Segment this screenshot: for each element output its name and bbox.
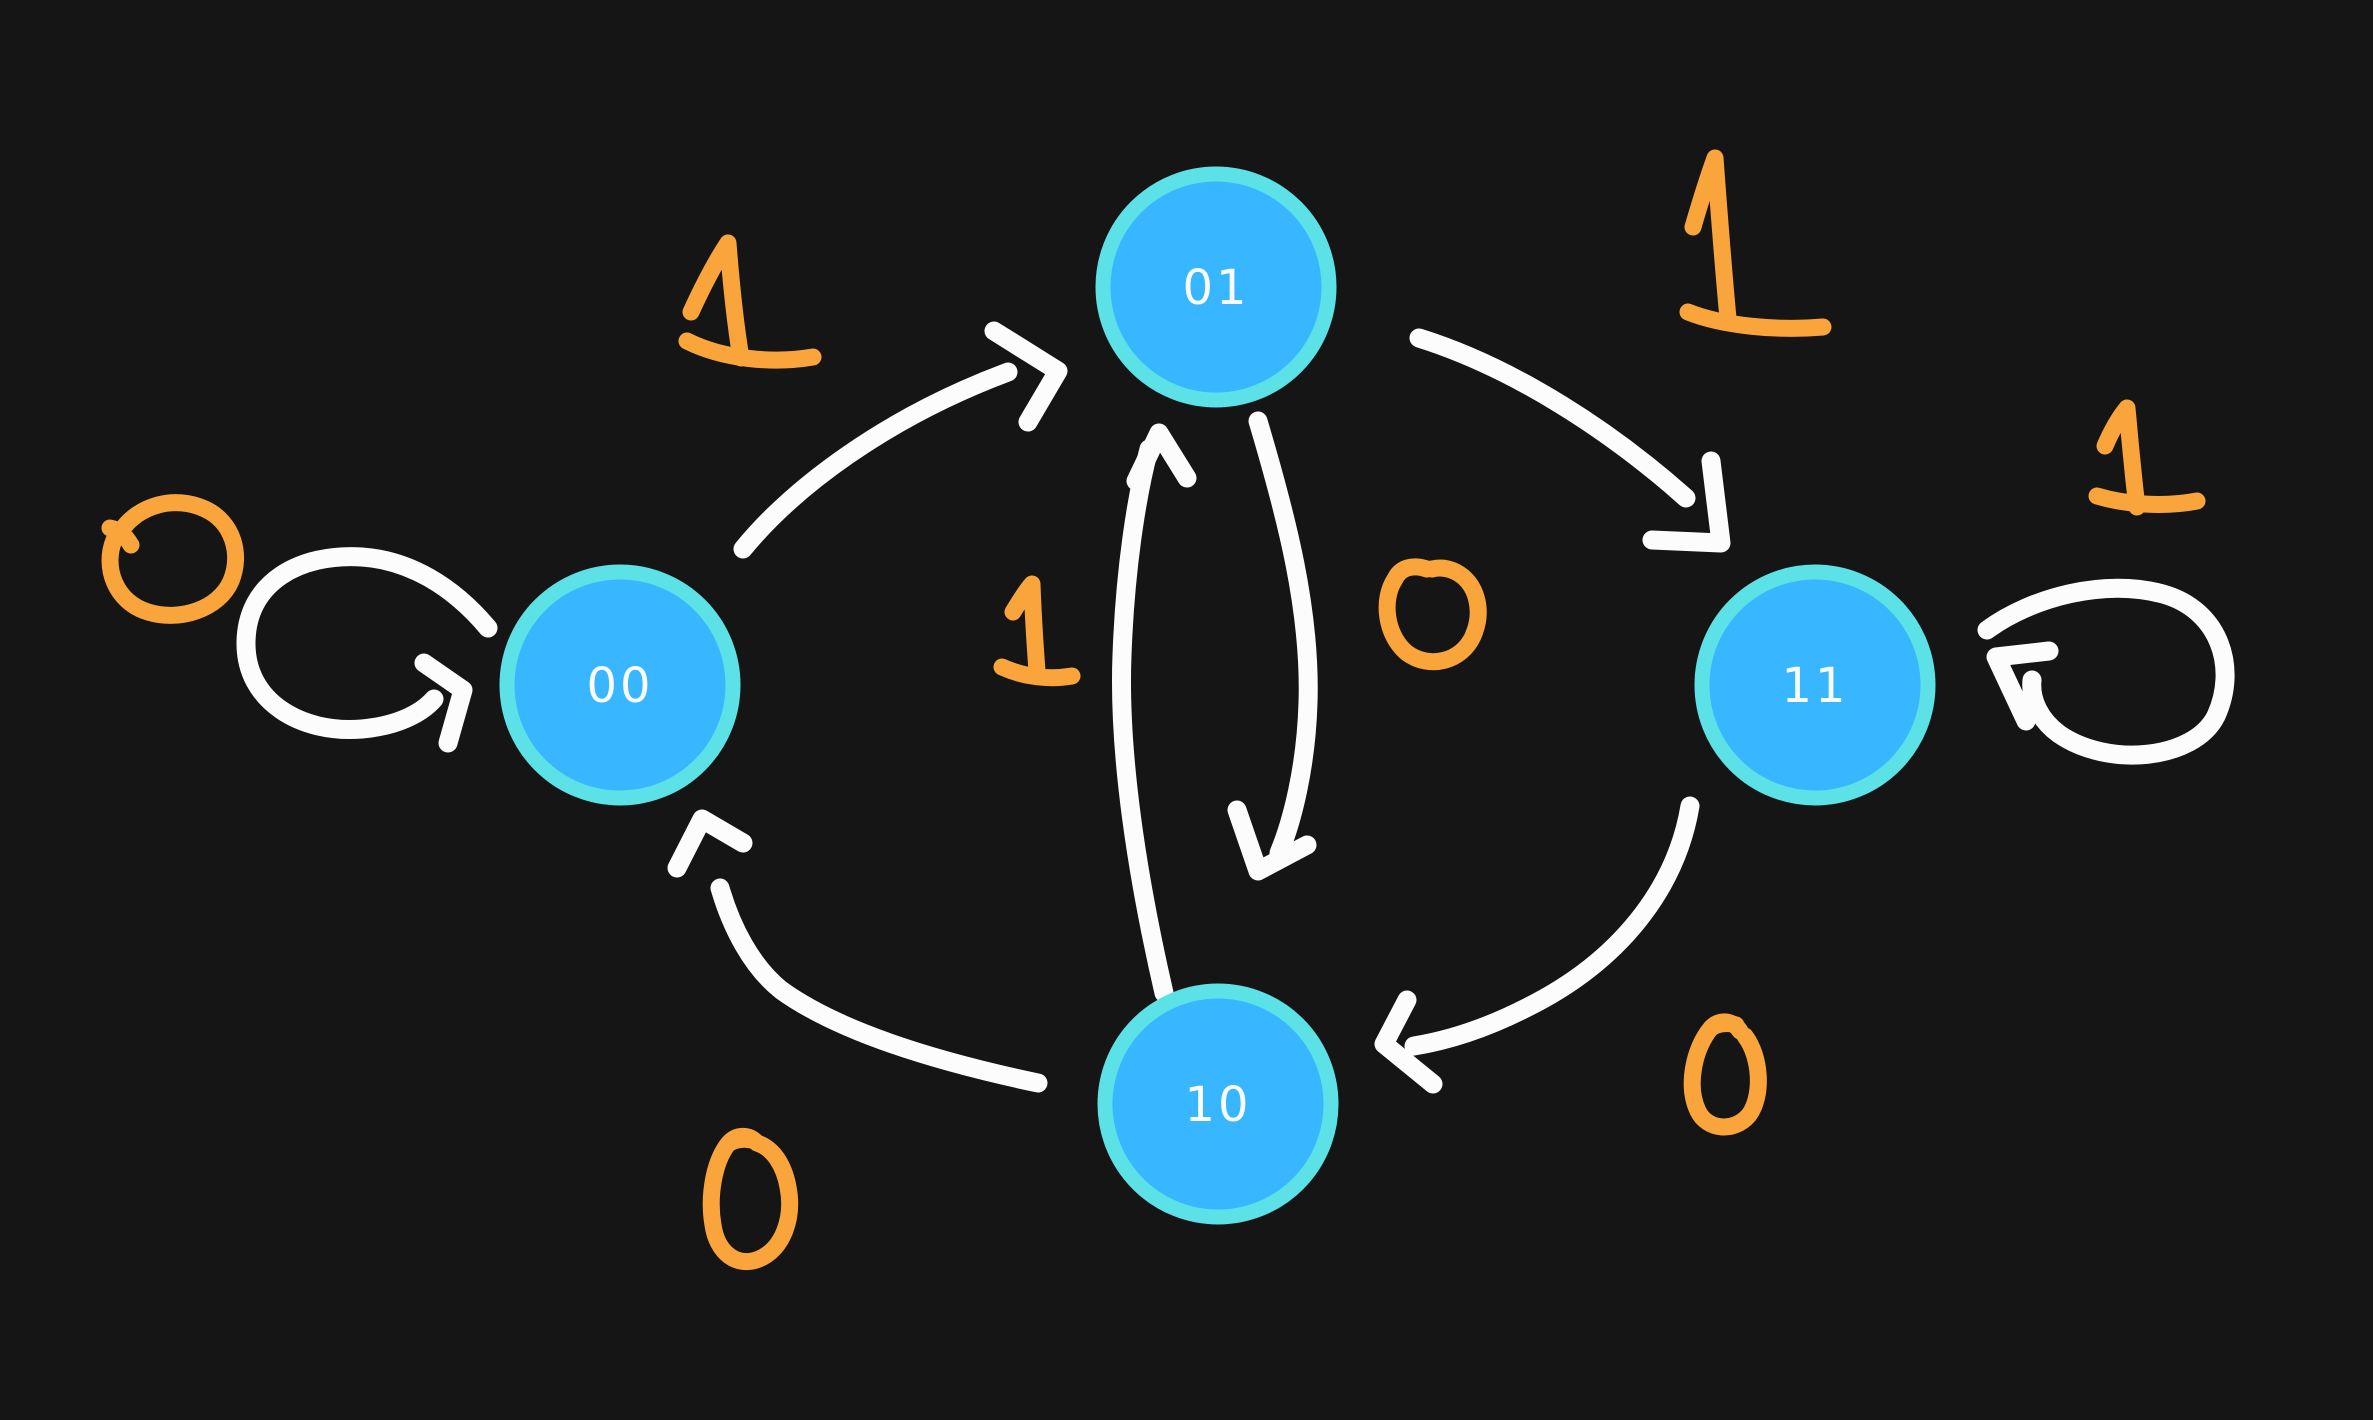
transition-arrow-10-to-00 [667, 809, 1048, 1093]
state-circle-11 [1694, 564, 1936, 806]
arrowhead-into-11-loop [1986, 641, 2059, 731]
arrowhead-down-into-10 [1227, 800, 1317, 881]
transition-arrow-01-to-11 [1409, 328, 1731, 553]
transition-arrow-01-to-10 [1227, 411, 1318, 881]
arrowhead-into-11 [1642, 451, 1731, 553]
transition-arrow-11-to-11 [1977, 578, 2235, 765]
state-label-10: 10 [1184, 1077, 1251, 1133]
state-node-11: 11 [1694, 564, 1936, 806]
state-node-00: 00 [499, 564, 741, 806]
transition-arrow-10-to-01 [1112, 423, 1197, 1003]
edge-label-1-on-00-to-01 [678, 234, 822, 369]
state-label-11: 11 [1781, 658, 1848, 714]
state-node-10: 10 [1097, 983, 1339, 1225]
arrowhead-into-01 [984, 321, 1068, 432]
state-circle-01 [1095, 166, 1337, 408]
edge-label-1-on-10-to-01 [993, 575, 1081, 687]
edge-label-0-on-01-to-10 [1378, 558, 1487, 671]
edge-label-0-on-00-to-00 [101, 494, 245, 624]
transition-arrow-11-to-10 [1374, 796, 1700, 1094]
arrowhead-up-into-01 [1126, 423, 1197, 491]
state-label-00: 00 [586, 658, 653, 714]
state-label-01: 01 [1182, 260, 1249, 316]
edge-label-1-on-01-to-11 [1679, 149, 1832, 337]
edge-label-0-on-10-to-00 [702, 1127, 799, 1271]
edge-label-0-on-11-to-10 [1683, 1013, 1767, 1136]
transition-arrow-00-to-00 [236, 547, 498, 753]
state-circle-00 [499, 564, 741, 806]
state-circle-10 [1097, 983, 1339, 1225]
arrowhead-up-into-00 [667, 809, 753, 878]
state-node-01: 01 [1095, 166, 1337, 408]
arrowhead-into-00 [414, 653, 473, 753]
transition-arrow-00-to-01 [733, 321, 1068, 559]
arrowhead-left-into-10 [1374, 990, 1443, 1094]
edge-label-1-on-11-to-11 [2088, 399, 2206, 516]
